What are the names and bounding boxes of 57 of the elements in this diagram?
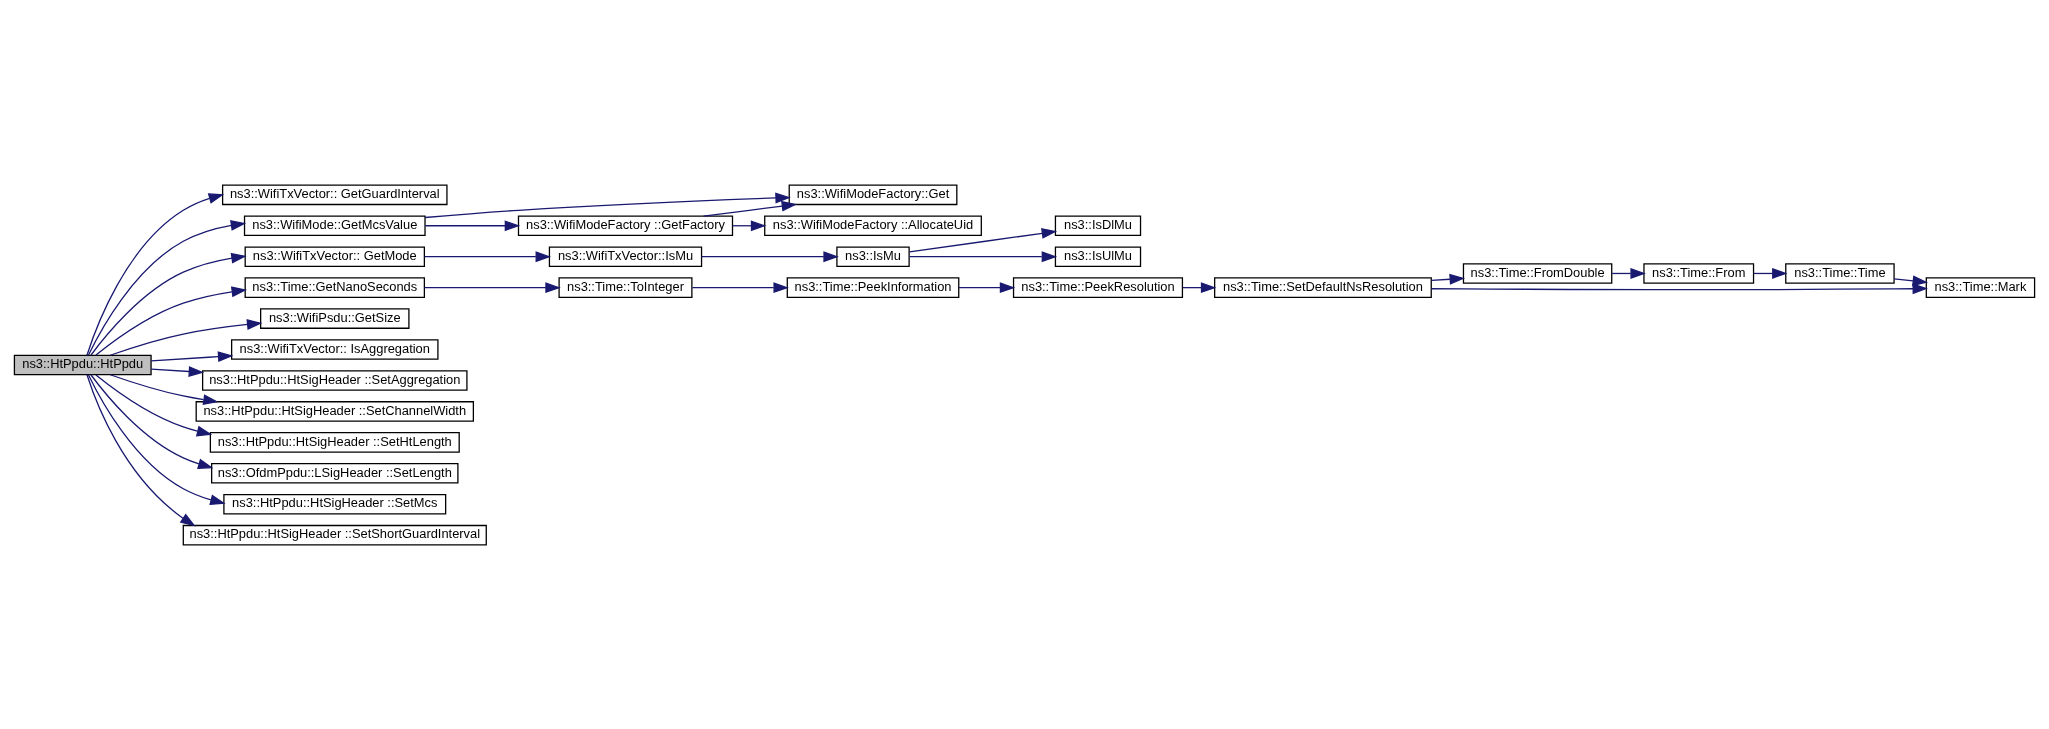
arrow <box>86 192 225 356</box>
arrow <box>1430 282 1928 294</box>
arrow <box>90 252 247 356</box>
node-box: ns3::WifiModeFactory::Get <box>788 184 958 205</box>
node-box: ns3::Time::ToInteger <box>558 276 693 298</box>
arrow <box>87 373 226 505</box>
node-box: ns3::HtPpdu::HtSigHeader ::SetMcs <box>223 493 447 515</box>
arrow <box>1182 281 1217 293</box>
node-box: ns3::WifiTxVector:: GetMode <box>244 245 426 267</box>
arrow <box>423 250 552 262</box>
node-box: ns3::OfdmPpdu::LSigHeader ::SetLength <box>211 462 459 484</box>
node-box: ns3::HtPpdu::HtSigHeader ::SetChannelWidth <box>195 400 474 422</box>
arrow <box>702 200 798 217</box>
arrow <box>150 365 205 377</box>
arrow <box>86 373 196 527</box>
arrow <box>1893 274 1929 286</box>
node-box: ns3::HtPpdu::HtSigHeader ::SetHtLength <box>209 431 460 453</box>
node-box: ns3::IsMu <box>836 245 910 267</box>
arrow <box>424 192 791 218</box>
arrow <box>150 350 234 362</box>
arrow <box>109 373 219 405</box>
node-box: ns3::WifiModeFactory ::GetFactory <box>517 214 734 236</box>
node-box: ns3::WifiTxVector::IsMu <box>548 245 703 267</box>
arrow <box>423 281 561 293</box>
arrow <box>1611 267 1646 279</box>
node-box: ns3::Time::GetNanoSeconds <box>244 276 426 298</box>
node-box: ns3::Time::PeekResolution <box>1012 276 1184 298</box>
node-box: ns3::Time::PeekInformation <box>786 276 960 298</box>
arrow <box>691 281 789 293</box>
node-box: ns3::Time::SetDefaultNsResolution <box>1214 276 1432 298</box>
arrow <box>95 285 247 356</box>
node-box: ns3::WifiTxVector:: IsAggregation <box>231 338 439 360</box>
arrow <box>700 250 839 262</box>
arrow <box>908 227 1058 252</box>
arrow <box>908 250 1058 262</box>
node-box: ns3::IsUlMu <box>1054 245 1142 267</box>
arrow <box>732 219 767 231</box>
arrow <box>87 219 247 356</box>
arrow <box>1430 273 1466 285</box>
node-box: ns3::WifiPsdu::GetSize <box>260 307 410 329</box>
node-box: ns3::IsDlMu <box>1054 214 1142 236</box>
arrow <box>424 219 521 231</box>
arrow <box>90 373 214 469</box>
node-box: ns3::Time::FromDouble <box>1462 262 1613 284</box>
node-box: ns3::HtPpdu::HtSigHeader ::SetShortGuardInterval <box>182 524 487 545</box>
arrow <box>958 281 1016 293</box>
arrow <box>109 318 263 356</box>
node-box: ns3::Time::Time <box>1785 262 1895 284</box>
arrow <box>1752 267 1788 279</box>
node-box: ns3::WifiModeFactory ::AllocateUid <box>764 214 982 236</box>
node-box: ns3::Time::Mark <box>1925 276 2036 298</box>
node-box: ns3::HtPpdu::HtPpdu <box>13 354 152 375</box>
node-box: ns3::WifiMode::GetMcsValue <box>243 214 426 236</box>
node-box: ns3::Time::From <box>1643 262 1755 284</box>
node-box: ns3::WifiTxVector:: GetGuardInterval <box>221 184 448 205</box>
arrow <box>95 373 213 436</box>
node-box: ns3::HtPpdu::HtSigHeader ::SetAggregation <box>202 369 468 391</box>
